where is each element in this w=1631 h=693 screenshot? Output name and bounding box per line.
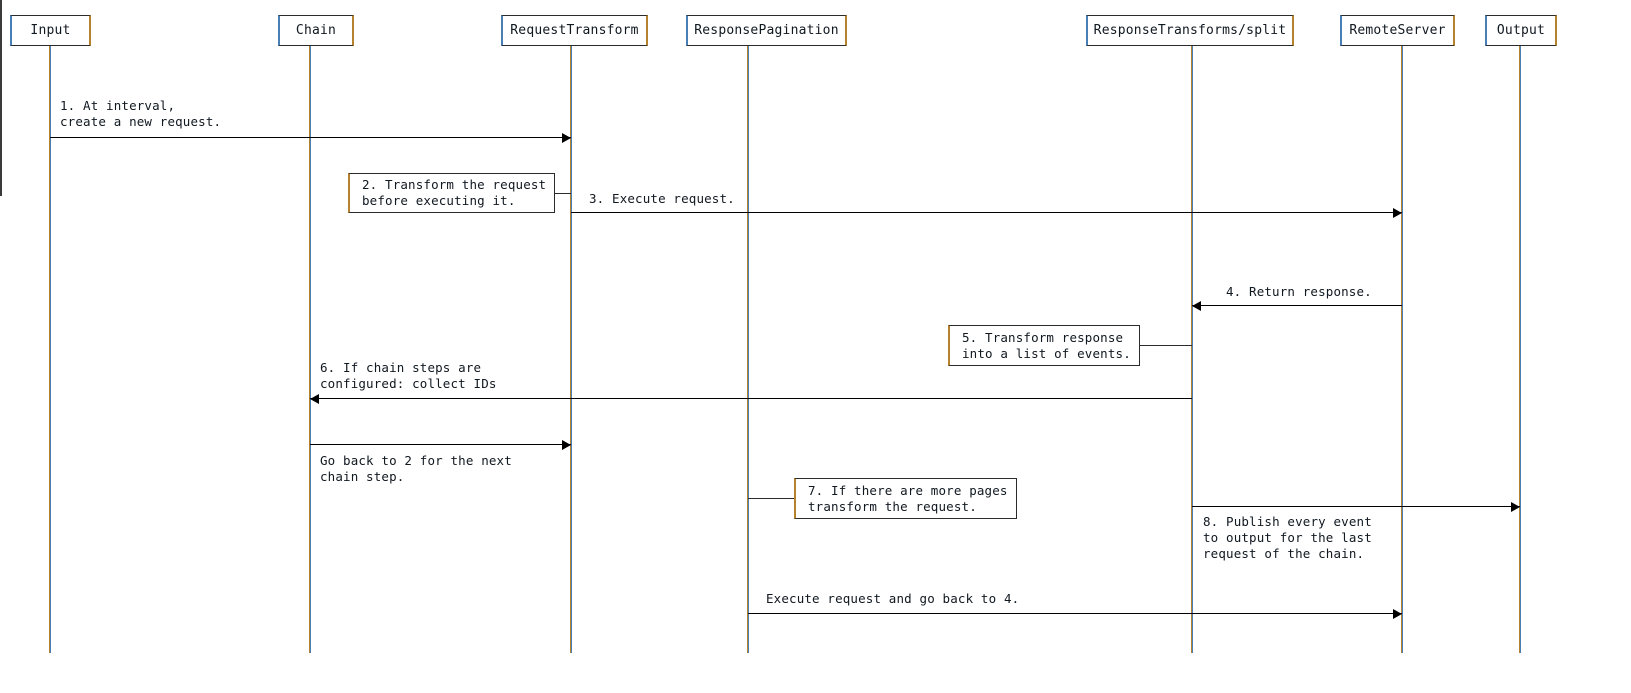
note-connector-n2 <box>555 193 571 194</box>
note-n5[interactable]: 5. Transform response into a list of eve… <box>948 325 1140 366</box>
participant-label: RemoteServer <box>1349 23 1446 38</box>
lifeline-respgn <box>747 46 749 653</box>
participant-label: ResponsePagination <box>694 23 839 38</box>
arrowhead-right-m3 <box>1393 208 1402 218</box>
lifeline-reqxform <box>570 46 572 653</box>
note-text: 5. Transform response into a list of eve… <box>962 329 1131 361</box>
participant-input[interactable]: Input <box>10 15 91 46</box>
participant-output[interactable]: Output <box>1485 15 1557 46</box>
participant-label: RequestTransform <box>510 23 639 38</box>
message-line-m3 <box>571 212 1402 213</box>
message-line-m4 <box>1192 305 1402 306</box>
message-line-m6b <box>310 444 571 445</box>
participant-chain[interactable]: Chain <box>278 15 354 46</box>
lifeline-output <box>1519 46 1521 653</box>
arrowhead-right-m9 <box>1393 609 1402 619</box>
arrowhead-right-m1 <box>562 133 571 143</box>
participant-label: Chain <box>295 23 337 38</box>
message-label-m6: 6. If chain steps are configured: collec… <box>320 360 497 391</box>
lifeline-chain <box>309 46 311 653</box>
message-line-m9 <box>748 613 1402 614</box>
message-line-m1 <box>50 137 571 138</box>
arrowhead-left-m6 <box>310 394 319 404</box>
message-line-m6 <box>310 398 1192 399</box>
participant-reqxform[interactable]: RequestTransform <box>501 15 648 46</box>
note-connector-n7 <box>748 498 794 499</box>
participant-label: ResponseTransforms/split <box>1093 23 1287 38</box>
arrowhead-right-m6b <box>562 440 571 450</box>
message-label-m6b: Go back to 2 for the next chain step. <box>320 453 512 484</box>
note-connector-n5 <box>1140 345 1192 346</box>
participant-label: Output <box>1496 23 1546 38</box>
participant-respgn[interactable]: ResponsePagination <box>686 15 847 46</box>
participant-label: Input <box>30 23 71 38</box>
note-text: 2. Transform the request before executin… <box>362 177 547 208</box>
message-label-m9: Execute request and go back to 4. <box>766 591 1020 606</box>
participant-respxform[interactable]: ResponseTransforms/split <box>1086 15 1294 46</box>
message-label-m8: 8. Publish every event to output for the… <box>1203 514 1372 561</box>
lifeline-remote <box>1401 46 1403 653</box>
arrowhead-right-m8 <box>1511 502 1520 512</box>
message-label-m3: 3. Execute request. <box>589 191 735 206</box>
participant-remote[interactable]: RemoteServer <box>1340 15 1455 46</box>
page-edge-artifact <box>0 0 2 196</box>
lifeline-respxform <box>1191 46 1193 653</box>
message-label-m4: 4. Return response. <box>1226 284 1372 299</box>
note-n2[interactable]: 2. Transform the request before executin… <box>348 173 555 213</box>
message-line-m8 <box>1192 506 1520 507</box>
message-label-m1: 1. At interval, create a new request. <box>60 98 222 129</box>
note-n7[interactable]: 7. If there are more pages transform the… <box>794 478 1017 519</box>
arrowhead-left-m4 <box>1192 301 1201 311</box>
note-text: 7. If there are more pages transform the… <box>808 482 1008 514</box>
lifeline-input <box>49 46 51 653</box>
